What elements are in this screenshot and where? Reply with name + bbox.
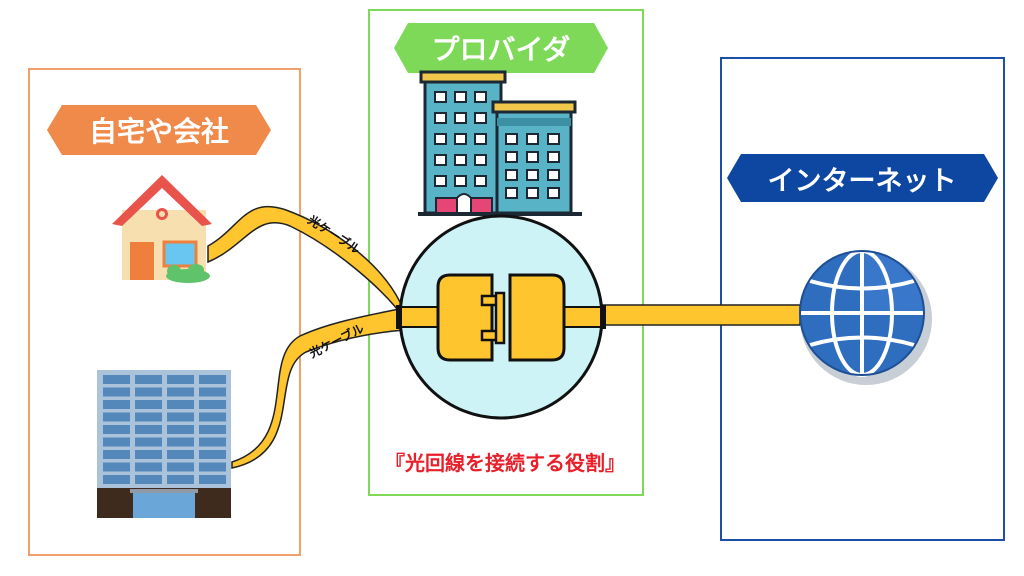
internet-label-badge: インターネット [727, 154, 998, 202]
office-building-icon [97, 370, 231, 518]
internet-label: インターネット [768, 166, 957, 197]
provider-window [547, 133, 560, 145]
provider-window [526, 151, 539, 163]
office-window [135, 475, 162, 484]
provider-label: プロバイダ [432, 33, 571, 66]
provider-window [526, 187, 539, 199]
internet-link-cable [599, 304, 801, 326]
office-window [103, 462, 130, 472]
lower-fiber-cable [231, 307, 405, 469]
provider-window [474, 133, 487, 145]
provider-role-caption: 『光回線を接続する役割』 [385, 451, 625, 475]
office-window [103, 437, 130, 447]
provider-window [505, 133, 518, 145]
plug-connector-icon [396, 214, 606, 420]
office-window [135, 400, 162, 409]
office-window [135, 425, 162, 434]
office-window [199, 425, 226, 434]
provider-window [547, 151, 560, 163]
office-window [103, 425, 130, 434]
office-window [199, 412, 226, 422]
office-window [199, 450, 226, 459]
office-window [135, 412, 162, 422]
office-window [103, 375, 130, 384]
provider-window [505, 151, 518, 163]
office-window [103, 475, 130, 484]
office-window [167, 400, 194, 409]
office-window [199, 462, 226, 472]
office-window [167, 387, 194, 397]
office-window [103, 400, 130, 409]
provider-window [434, 112, 447, 124]
office-window [103, 450, 130, 459]
provider-window [434, 133, 447, 145]
office-window [135, 450, 162, 459]
provider-window [505, 187, 518, 199]
provider-window [474, 175, 487, 187]
provider-building-icon [418, 70, 582, 216]
office-window [135, 462, 162, 472]
provider-window [454, 133, 467, 145]
office-window [135, 375, 162, 384]
home-label-badge: 自宅や会社 [47, 105, 271, 155]
office-window [167, 375, 194, 384]
house-icon [112, 175, 212, 283]
office-window [199, 437, 226, 447]
internet-section-frame [720, 57, 1005, 541]
provider-window [547, 169, 560, 181]
home-label: 自宅や会社 [89, 115, 229, 148]
provider-window [454, 112, 467, 124]
provider-window [434, 91, 447, 103]
office-window [167, 462, 194, 472]
provider-window [547, 187, 560, 199]
office-window [103, 412, 130, 422]
provider-window [434, 175, 447, 187]
office-window [199, 387, 226, 397]
office-window [135, 387, 162, 397]
office-window [167, 425, 194, 434]
office-window [167, 437, 194, 447]
home-section-frame [28, 68, 301, 556]
office-window [167, 412, 194, 422]
provider-window [474, 154, 487, 166]
provider-window [454, 91, 467, 103]
provider-window [526, 133, 539, 145]
office-window [199, 475, 226, 484]
office-window [199, 375, 226, 384]
office-window [103, 387, 130, 397]
office-window [199, 400, 226, 409]
provider-window [434, 154, 447, 166]
provider-window [474, 112, 487, 124]
office-window [167, 450, 194, 459]
office-window [135, 437, 162, 447]
office-window [167, 475, 194, 484]
provider-window [474, 91, 487, 103]
provider-window [454, 175, 467, 187]
globe-icon [799, 249, 932, 385]
provider-section-frame [368, 9, 644, 496]
provider-window [526, 169, 539, 181]
provider-window [505, 169, 518, 181]
provider-window [454, 154, 467, 166]
provider-label-badge: プロバイダ [394, 23, 608, 73]
